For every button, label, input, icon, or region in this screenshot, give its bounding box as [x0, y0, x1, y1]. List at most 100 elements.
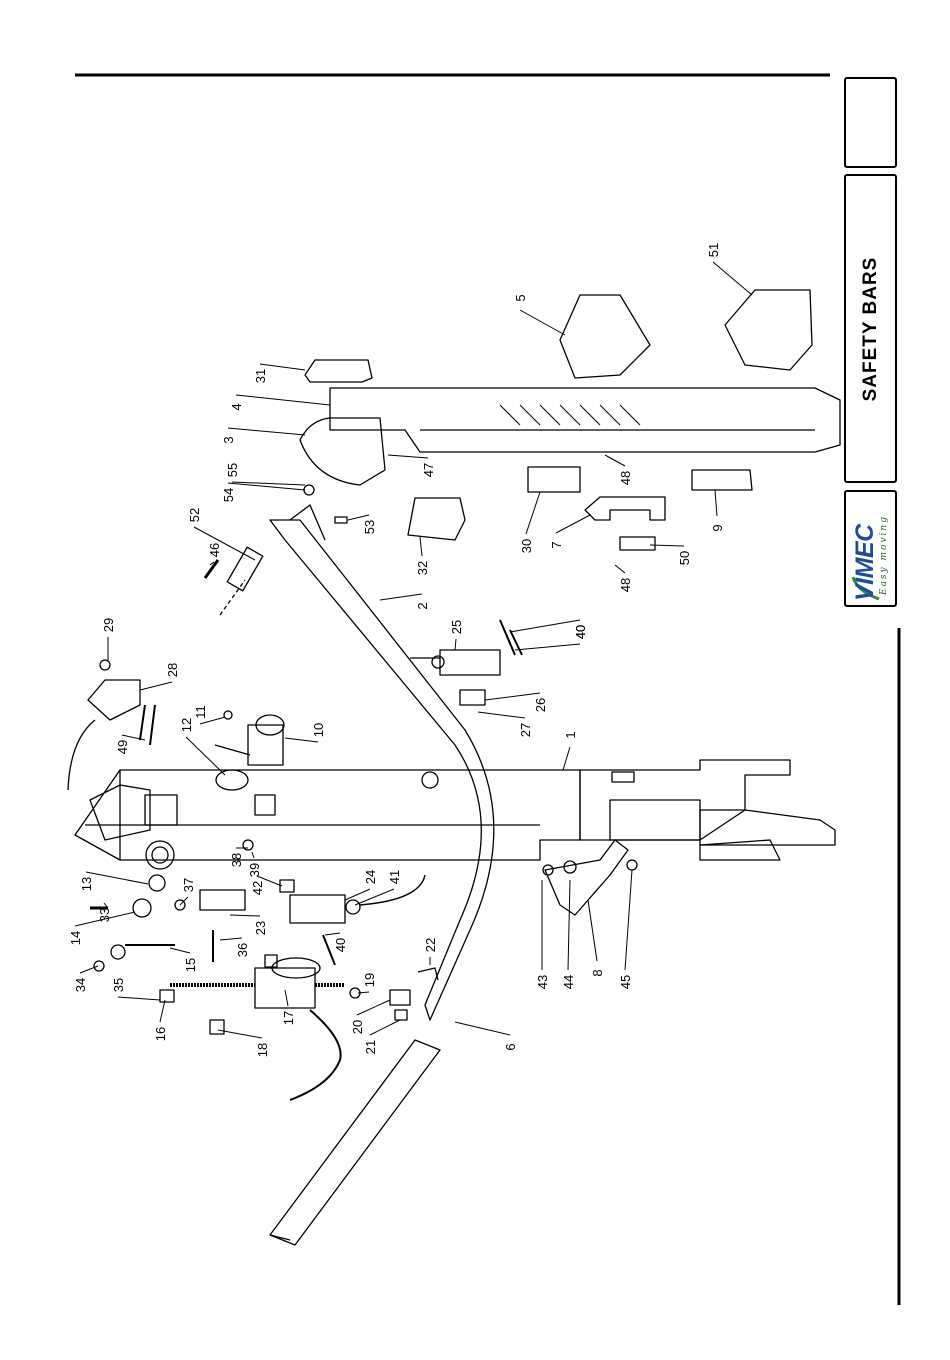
rod-46-part	[205, 560, 218, 578]
part-label-49: 49	[115, 740, 130, 754]
actuator-24-part	[290, 875, 425, 923]
bracket-32-part	[408, 498, 465, 540]
leader-line-47	[388, 455, 428, 458]
leader-line-10	[285, 738, 318, 742]
loose-bar-part	[270, 1040, 440, 1245]
leader-line-16	[160, 1000, 165, 1022]
part-label-26: 26	[533, 698, 548, 712]
part-label-40: 40	[573, 625, 588, 639]
leader-line-51	[713, 262, 752, 295]
part-label-37: 37	[181, 878, 196, 892]
part-label-11: 11	[193, 705, 208, 719]
part-label-2: 2	[415, 602, 430, 609]
leader-line-52	[194, 527, 255, 560]
title-box: SAFETY BARS	[844, 174, 897, 483]
leader-line-28	[140, 682, 172, 690]
leader-line-40	[510, 620, 580, 632]
part-label-23: 23	[253, 921, 268, 935]
part-label-25: 25	[449, 620, 464, 634]
leader-line-36	[220, 938, 242, 940]
part-label-20: 20	[350, 1020, 365, 1034]
part-label-19: 19	[362, 973, 377, 987]
part-label-24: 24	[363, 870, 378, 884]
part-label-12: 12	[179, 718, 194, 732]
part-label-18: 18	[255, 1043, 270, 1057]
leader-line-20	[357, 1000, 390, 1015]
leader-line-53	[348, 515, 369, 520]
leader-line-12	[186, 737, 225, 775]
plate-31-part	[305, 360, 372, 382]
part-label-43: 43	[535, 975, 550, 989]
small-hardware	[90, 485, 637, 1034]
page-title: SAFETY BARS	[860, 256, 882, 401]
part-label-40: 40	[333, 938, 348, 952]
leader-line-35	[118, 997, 160, 1000]
leader-line-4	[236, 395, 330, 405]
plate-30-part	[528, 467, 580, 492]
bracket-5-part	[560, 295, 650, 378]
part-label-36: 36	[235, 943, 250, 957]
part-label-29: 29	[101, 618, 116, 632]
leader-line-24	[345, 889, 370, 900]
pin-52-part	[220, 547, 263, 615]
part-label-22: 22	[423, 938, 438, 952]
leader-line-13	[86, 872, 148, 884]
leader-line-21	[370, 1020, 400, 1035]
part-label-48: 48	[618, 471, 633, 485]
part-label-8: 8	[590, 969, 605, 976]
leader-line-5	[520, 310, 565, 335]
part-label-42: 42	[250, 881, 265, 895]
part-labels: 1234567891011121314151617181920212223242…	[68, 243, 725, 1057]
bracket-7-part	[585, 497, 665, 520]
leader-line-23	[230, 915, 260, 916]
column-part	[75, 760, 835, 869]
leader-lines	[75, 262, 752, 1038]
part-label-52: 52	[187, 508, 202, 522]
part-label-55: 55	[225, 463, 240, 477]
part-label-7: 7	[549, 541, 564, 548]
part-label-13: 13	[79, 877, 94, 891]
bush-12-part	[216, 770, 248, 790]
part-label-6: 6	[503, 1043, 518, 1050]
leader-line-25	[455, 639, 456, 650]
end-cap-part	[300, 418, 385, 485]
part-label-31: 31	[253, 369, 268, 383]
leader-line-48	[615, 565, 625, 573]
leader-line-40	[515, 644, 580, 650]
leader-line-32	[420, 537, 422, 556]
part-label-32: 32	[415, 561, 430, 575]
part-label-28: 28	[165, 663, 180, 677]
part-label-45: 45	[618, 975, 633, 989]
leader-line-8	[588, 900, 597, 961]
part-label-44: 44	[561, 975, 576, 989]
part-label-30: 30	[519, 539, 534, 553]
leader-line-9	[715, 490, 717, 516]
leader-line-30	[526, 492, 540, 534]
part-label-14: 14	[68, 931, 83, 945]
part-label-50: 50	[677, 551, 692, 565]
part-label-54: 54	[221, 488, 236, 502]
leader-line-3	[228, 428, 305, 435]
hinge-9-part	[692, 470, 752, 490]
part-label-21: 21	[363, 1040, 378, 1054]
leader-line-26	[485, 693, 540, 700]
part-label-38: 38	[229, 853, 244, 867]
part-label-4: 4	[229, 403, 244, 410]
logo-brand: VIMEC	[851, 524, 880, 601]
part-label-10: 10	[311, 723, 326, 737]
vimec-logo: VIMEC Easy moving	[849, 497, 893, 601]
part-label-27: 27	[518, 723, 533, 737]
sleeve-10-part	[215, 715, 284, 765]
leader-line-15	[170, 948, 190, 953]
leader-line-48	[605, 455, 625, 466]
leader-line-44	[568, 880, 570, 970]
logo-tagline: Easy moving	[879, 515, 889, 595]
part-label-39: 39	[247, 863, 262, 877]
leader-line-17	[285, 990, 288, 1006]
motor-17-part	[170, 958, 345, 1100]
part-label-51: 51	[706, 243, 721, 257]
part-label-34: 34	[73, 978, 88, 992]
arm-part	[330, 388, 840, 452]
part-label-3: 3	[221, 436, 236, 443]
actuator-25-part	[410, 650, 500, 675]
